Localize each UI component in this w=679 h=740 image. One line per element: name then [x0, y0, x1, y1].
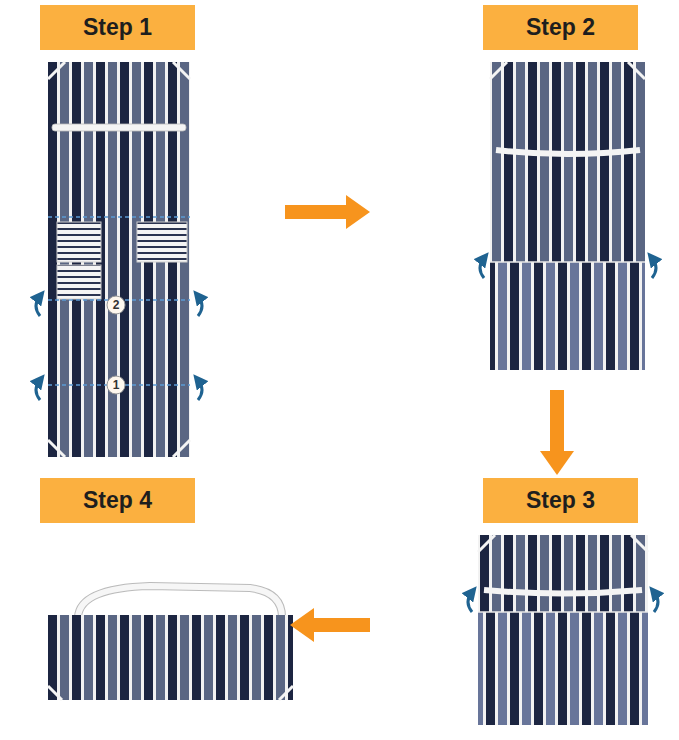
- arrow-shaft: [550, 390, 564, 455]
- step-banner: Step 3: [483, 478, 638, 523]
- callout-number: 1: [106, 375, 126, 395]
- callout-number: 2: [106, 295, 126, 315]
- step-banner: Step 4: [40, 478, 195, 523]
- step-title: Step 2: [526, 14, 595, 41]
- step-panel: Step 1: [30, 5, 285, 465]
- step-title: Step 4: [83, 487, 152, 514]
- step-title: Step 3: [526, 487, 595, 514]
- arrow-shaft: [310, 618, 370, 632]
- step-arrow: [540, 390, 574, 475]
- step-title: Step 1: [83, 14, 152, 41]
- arrow-head: [346, 195, 370, 229]
- step-panel: Step 2: [370, 5, 670, 390]
- step-banner: Step 2: [483, 5, 638, 50]
- arrow-shaft: [285, 205, 350, 219]
- step-arrow: [290, 608, 370, 642]
- step-banner: Step 1: [40, 5, 195, 50]
- step-panel: Step 3: [370, 475, 670, 735]
- step-panel: Step 4: [30, 475, 290, 715]
- step-arrow: [285, 195, 370, 229]
- arrow-head: [290, 608, 314, 642]
- arrow-head: [540, 451, 574, 475]
